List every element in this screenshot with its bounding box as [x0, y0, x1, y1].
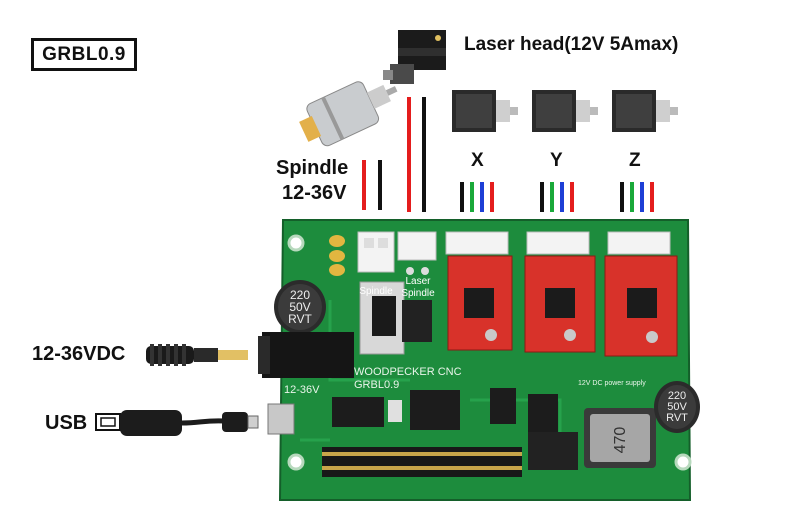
board-voltage-text: 12-36V	[284, 384, 320, 396]
cap-left-line2: 50V	[289, 300, 310, 314]
cap-right-line1: 220	[668, 390, 686, 402]
laser-wires	[407, 97, 426, 212]
usb-cable	[95, 410, 259, 436]
cap-right-line3: RVT	[666, 412, 688, 424]
inductor: 470	[584, 408, 656, 468]
stepper-wires-z	[620, 182, 654, 212]
inductor-value: 470	[612, 427, 629, 454]
stepper-motor-x	[452, 90, 518, 132]
spindle-voltage-label: 12-36V	[282, 182, 347, 204]
axis-x-label: X	[471, 150, 484, 171]
dc-power-plug	[146, 344, 248, 366]
stepper-driver-y	[524, 231, 596, 353]
board-brand-text: WOODPECKER CNC	[354, 366, 462, 378]
axis-z-label: Z	[629, 150, 641, 171]
board-spindle-label: Spindle	[359, 286, 393, 297]
stepper-driver-x	[445, 231, 513, 351]
stepper-wires-x	[460, 182, 494, 212]
board-chips	[332, 388, 578, 470]
stepper-driver-z	[604, 231, 678, 357]
spindle-motor	[299, 81, 398, 147]
stepper-motor-z	[612, 90, 678, 132]
firmware-title: GRBL0.9	[31, 38, 137, 71]
power-input-label: 12-36VDC	[32, 343, 126, 365]
axis-y-label: Y	[550, 150, 563, 171]
left-electrolytic-capacitor: 220 50V RVT	[274, 280, 326, 334]
board-laser-spindle-label: Spindle	[401, 288, 435, 299]
cap-left-line3: RVT	[288, 312, 312, 326]
laser-head-label: Laser head(12V 5Amax)	[464, 34, 679, 55]
spindle-connector: Spindle	[357, 231, 405, 355]
spindle-wires	[362, 160, 382, 210]
spindle-label: Spindle	[276, 157, 349, 179]
board-model-text: GRBL0.9	[354, 379, 399, 391]
cap-left-line1: 220	[290, 288, 310, 302]
cap-right-line2: 50V	[667, 401, 687, 413]
pin-header	[322, 447, 522, 477]
board-laser-label: Laser	[405, 276, 431, 287]
stepper-motor-y	[532, 90, 598, 132]
laser-head	[383, 30, 446, 84]
right-electrolytic-capacitor: 220 50V RVT	[654, 381, 700, 433]
laser-connector: Laser Spindle	[397, 231, 437, 342]
board-power-note: 12V DC power supply	[578, 380, 646, 387]
stepper-wires-y	[540, 182, 574, 212]
usb-port	[267, 403, 295, 435]
small-capacitors	[329, 235, 345, 276]
dc-jack	[258, 332, 354, 378]
usb-label: USB	[45, 412, 88, 434]
